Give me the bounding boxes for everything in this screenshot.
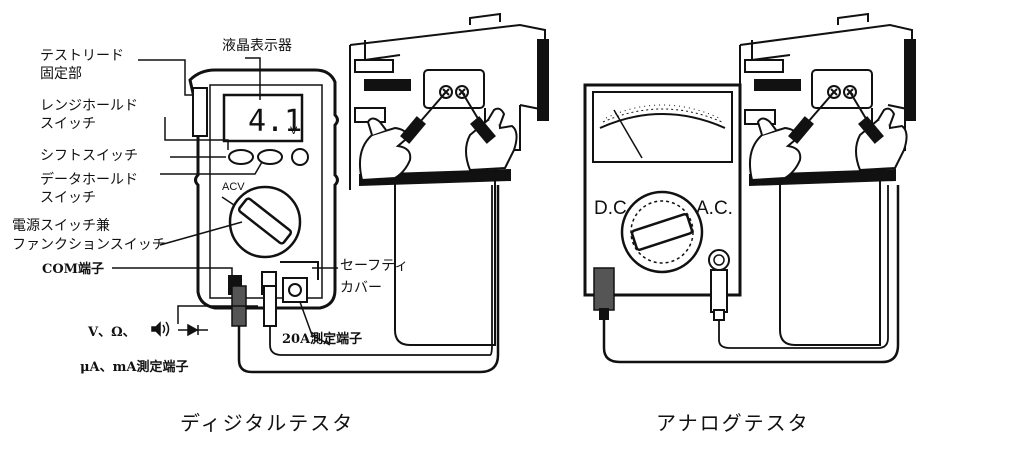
analog-multimeter: D.C. A.C. (583, 83, 900, 364)
label-lead-fix-2: 固定部 (40, 66, 82, 82)
label-shift: シフトスイッチ (40, 148, 138, 164)
ac-label: A.C. (696, 198, 733, 219)
lead-fix-part (192, 87, 208, 137)
data-hold-switch-button[interactable] (257, 149, 283, 165)
safety-cover (280, 261, 319, 280)
label-power-1: 電源スイッチ兼 (12, 218, 110, 234)
dc-label: D.C. (594, 198, 632, 219)
caption-digital: ディジタルテスタ (180, 411, 354, 435)
label-safety-1: セーフティ (340, 258, 408, 274)
range-hold-switch-button[interactable] (228, 149, 254, 165)
probes-right (788, 91, 884, 144)
hands-right (749, 107, 908, 182)
leader-lines (112, 57, 338, 346)
label-vohm-2: μA、mA測定端子 (80, 359, 188, 375)
label-com: COM端子 (42, 261, 104, 277)
meter-needle (613, 109, 643, 159)
label-lcd: 液晶表示器 (222, 38, 292, 54)
label-data-hold-2: スイッチ (40, 190, 96, 206)
digital-multimeter: 4.1 V ACV (188, 68, 500, 374)
lcd-value: 4.1 (248, 104, 302, 139)
hands-left (359, 107, 518, 182)
diode-icon (178, 323, 208, 337)
buzzer-icon (151, 321, 170, 337)
shift-switch-button[interactable] (291, 148, 309, 166)
label-range-hold-1: レンジホールド (40, 98, 138, 114)
label-power-2: ファンクションスイッチ (12, 237, 166, 253)
label-data-hold-1: データホールド (40, 171, 138, 188)
caption-analog: アナログテスタ (656, 411, 810, 435)
lcd-unit: V (290, 125, 298, 137)
analog-scale-window (592, 91, 733, 163)
label-safety-2: カバー (340, 280, 382, 296)
label-range-hold-2: スイッチ (40, 116, 96, 132)
lcd-display (222, 93, 304, 143)
acv-label: ACV (222, 181, 245, 193)
label-20a: 20A測定端子 (282, 331, 362, 347)
probes-left (400, 91, 496, 144)
label-lead-fix-1: テストリード (40, 48, 124, 64)
label-vohm-1: V、Ω、 (87, 325, 136, 340)
